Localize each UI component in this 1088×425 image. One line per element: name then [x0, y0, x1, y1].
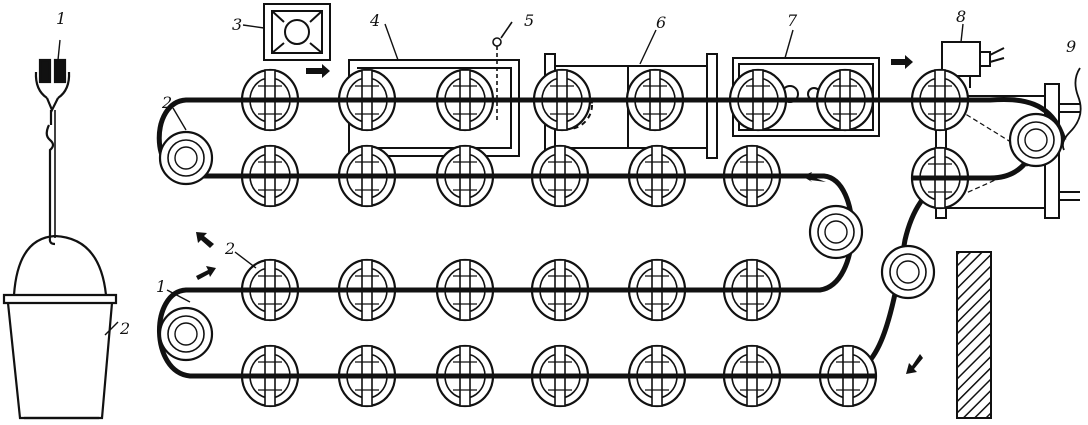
guide-pulley — [337, 344, 397, 408]
guide-pulley — [240, 344, 300, 408]
label-probe-5: 5 — [524, 11, 534, 30]
turn-pulley — [880, 244, 936, 300]
flow-arrows — [196, 55, 923, 374]
guide-pulley — [532, 68, 592, 132]
turn-pulley — [158, 306, 214, 362]
guide-pulley — [240, 68, 300, 132]
guide-pulley — [627, 258, 687, 322]
guide-pulley — [625, 68, 685, 132]
label-device-8: 8 — [956, 7, 966, 26]
guide-pulley — [627, 344, 687, 408]
label-roller-1-mid: 1 — [156, 277, 166, 296]
label-roller-2-top: 2 — [161, 93, 172, 112]
guide-pulley — [435, 68, 495, 132]
guide-pulley — [435, 144, 495, 208]
guide-pulley — [910, 146, 970, 210]
guide-pulley — [435, 344, 495, 408]
guide-pulley — [815, 68, 875, 132]
guide-pulley — [818, 344, 878, 408]
hanger-assembly — [34, 58, 71, 246]
arrow-right-icon — [196, 266, 216, 280]
cable-9 — [1061, 67, 1082, 151]
probe-5 — [492, 21, 513, 120]
guide-pulley — [337, 68, 397, 132]
arrow-right-icon — [306, 64, 330, 78]
hatched-wall — [956, 251, 992, 419]
guide-pulley — [722, 344, 782, 408]
label-frame-7: 7 — [787, 11, 798, 30]
turn-pulley — [808, 204, 864, 260]
label-bath-4: 4 — [369, 11, 380, 30]
guide-pulley — [530, 144, 590, 208]
guide-pulley — [722, 144, 782, 208]
label-box-3: 3 — [232, 15, 242, 34]
guide-pulley — [530, 344, 590, 408]
label-hanger-1: 1 — [56, 9, 66, 28]
arrow-right-icon — [891, 55, 913, 69]
guide-pulley — [627, 144, 687, 208]
guide-pulley — [240, 144, 300, 208]
arrow-left-icon — [802, 172, 826, 182]
guide-pulley — [728, 68, 788, 132]
arrow-down-icon — [906, 354, 923, 374]
label-cable-9: 9 — [1066, 37, 1076, 56]
label-roller-2-mid: 2 — [224, 239, 235, 258]
label-drum-6: 6 — [656, 13, 666, 32]
guide-pulley — [722, 258, 782, 322]
control-box-3 — [263, 3, 331, 61]
leader-lines — [57, 23, 964, 336]
turn-pulley — [1008, 112, 1064, 168]
guide-pulley — [530, 258, 590, 322]
wire-strand — [156, 97, 1067, 379]
arrow-upleft-icon — [196, 232, 214, 248]
guide-pulley — [337, 144, 397, 208]
guide-pulley — [910, 68, 970, 132]
turn-pulley — [158, 130, 214, 186]
roller-group — [158, 68, 1064, 408]
bucket — [2, 234, 118, 420]
guide-pulley — [435, 258, 495, 322]
label-bucket-2: 2 — [119, 319, 130, 338]
guide-pulley — [240, 258, 300, 322]
guide-pulley — [337, 258, 397, 322]
